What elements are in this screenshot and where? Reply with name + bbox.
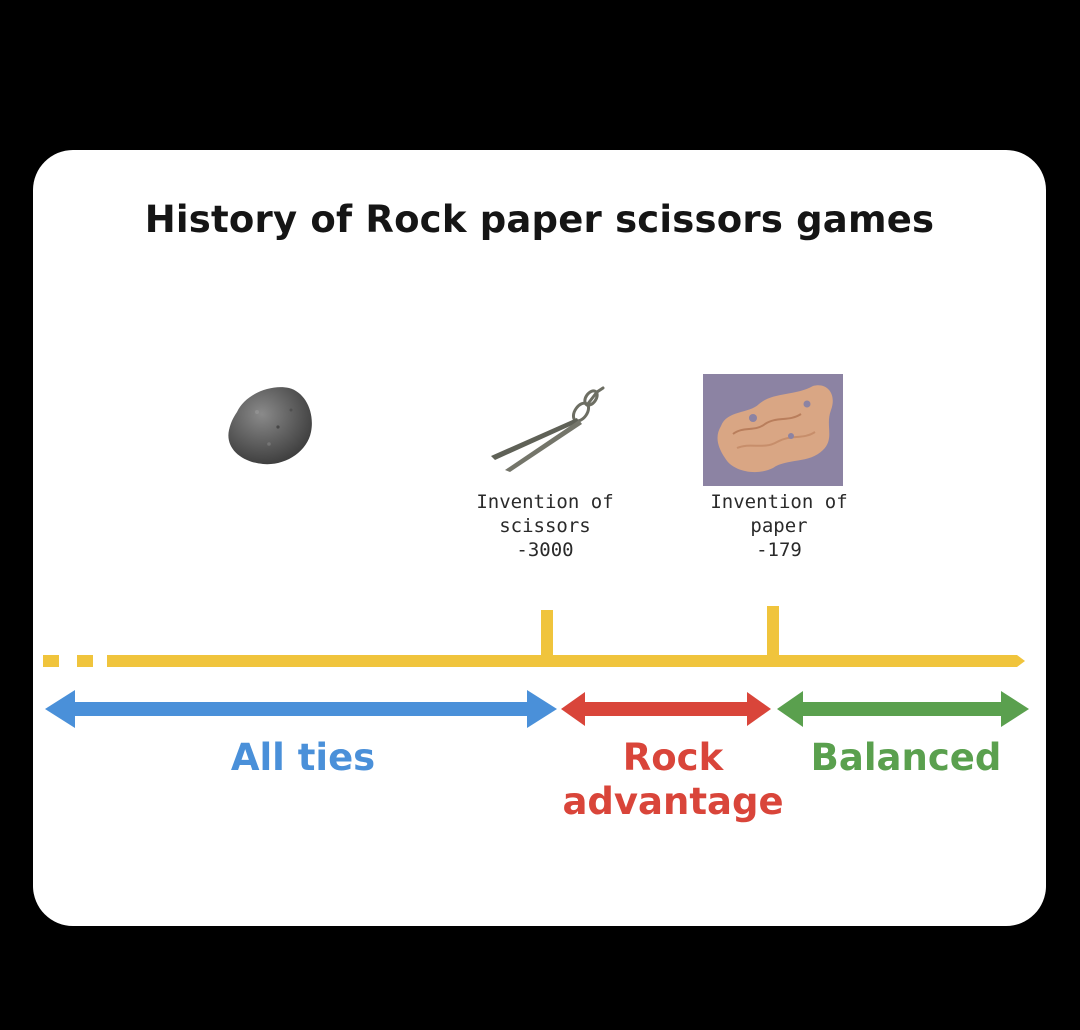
timeline-tick-scissors [541,610,553,662]
timeline [43,606,1029,728]
era-label-line: Rock [622,736,724,779]
diagram-title: History of Rock paper scissors games [144,198,935,241]
event-label-scissors: Invention of scissors -3000 [445,490,645,562]
timeline-dash [77,655,93,667]
era-label-balanced: Balanced [791,736,1021,780]
scissors-icon [491,386,605,472]
event-label-line: -3000 [516,539,574,561]
event-label-line: paper [750,515,808,537]
diagram-card: History of Rock paper scissors games [33,150,1046,926]
era-label-all-ties: All ties [178,736,428,780]
era-label-rock-advantage: Rock advantage [533,736,813,824]
event-label-line: Invention of [710,491,848,513]
event-label-line: -179 [756,539,802,561]
rock-icon [228,387,312,465]
era-label-line: All ties [230,736,376,779]
paper-icon [703,374,843,486]
timeline-dash [43,655,59,667]
timeline-line [107,655,1017,667]
era-arrow-all-ties [45,690,557,728]
event-label-line: scissors [499,515,591,537]
era-label-line: Balanced [810,736,1002,779]
era-arrow-balanced [777,691,1029,727]
timeline-tick-paper [767,606,779,662]
era-arrow-rock-advantage [561,692,771,726]
event-label-paper: Invention of paper -179 [679,490,879,562]
event-label-line: Invention of [476,491,614,513]
era-label-line: advantage [562,780,784,823]
timeline-tip [1017,655,1025,667]
